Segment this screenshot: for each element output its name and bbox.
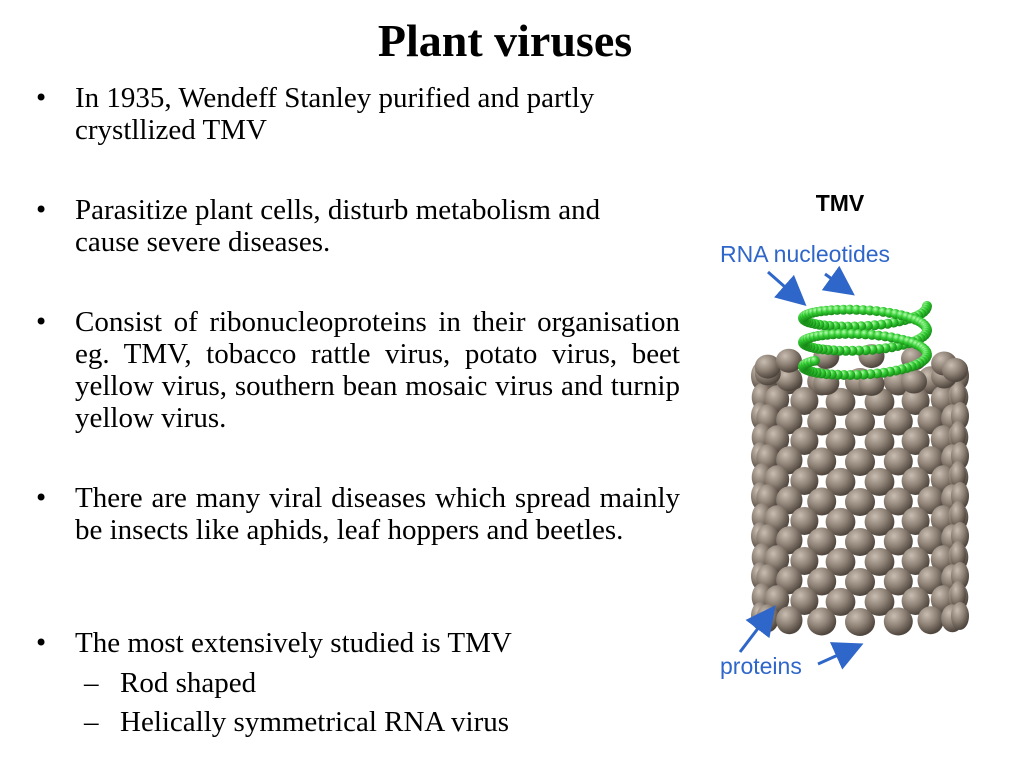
rna-nucleotides-label: RNA nucleotides bbox=[720, 241, 890, 267]
bullet-item: • Consist of ribonucleoproteins in their… bbox=[30, 306, 680, 434]
protein-subunit bbox=[901, 387, 930, 415]
protein-subunit bbox=[807, 447, 837, 476]
protein-subunit bbox=[917, 606, 944, 635]
proteins-label: proteins bbox=[720, 653, 802, 679]
protein-subunit bbox=[790, 387, 819, 415]
protein-subunit bbox=[901, 547, 930, 575]
protein-subunit bbox=[825, 587, 856, 616]
bullet-marker: • bbox=[34, 308, 49, 336]
bullet-marker: • bbox=[34, 84, 49, 112]
sub-bullet-text: Rod shaped bbox=[120, 667, 257, 699]
bullet-text: The most extensively studied is TMV bbox=[75, 627, 512, 659]
protein-subunit bbox=[883, 447, 913, 476]
protein-subunit bbox=[807, 527, 837, 556]
rna-nucleotide bbox=[809, 355, 820, 366]
protein-subunit bbox=[864, 587, 895, 616]
slide-title: Plant viruses bbox=[377, 15, 633, 66]
rna-arrow-left bbox=[767, 270, 807, 306]
protein-subunit bbox=[790, 547, 819, 575]
protein-subunit bbox=[950, 540, 966, 569]
tmv-structure-diagram: RNA nucleotides proteins bbox=[720, 241, 969, 679]
sub-bullet-item: – Helically symmetrical RNA virus bbox=[84, 706, 510, 738]
bullet-item: • There are many viral diseases which sp… bbox=[30, 482, 680, 546]
sub-bullet-marker: – bbox=[84, 706, 99, 738]
protein-subunit bbox=[807, 487, 837, 516]
bullet-text: Parasitize plant cells, disturb metaboli… bbox=[75, 194, 601, 258]
bullet-item: • The most extensively studied is TMV bbox=[30, 627, 680, 659]
protein-subunit bbox=[807, 407, 837, 436]
protein-subunit bbox=[825, 547, 856, 576]
protein-subunit bbox=[790, 467, 819, 495]
bullet-marker: • bbox=[34, 629, 49, 657]
protein-subunit bbox=[775, 348, 802, 373]
rna-arrow-right bbox=[821, 265, 855, 296]
protein-subunit bbox=[845, 608, 875, 636]
protein-subunit bbox=[950, 420, 966, 449]
protein-subunit bbox=[950, 500, 966, 529]
bullet-text: Consist of ribonucleoproteins in their o… bbox=[75, 306, 680, 434]
protein-subunit bbox=[864, 467, 895, 496]
protein-subunit bbox=[883, 487, 913, 516]
protein-arrow-right bbox=[817, 642, 864, 670]
protein-coat bbox=[751, 344, 969, 636]
protein-subunit bbox=[951, 602, 969, 630]
protein-subunit bbox=[883, 607, 913, 636]
protein-subunit bbox=[864, 427, 895, 456]
protein-subunit bbox=[845, 488, 875, 516]
figure-label: TMV bbox=[815, 190, 865, 216]
protein-subunit bbox=[790, 507, 819, 535]
protein-subunit bbox=[864, 507, 895, 536]
protein-subunit bbox=[845, 568, 875, 596]
protein-subunit bbox=[825, 467, 856, 496]
protein-subunit bbox=[845, 528, 875, 556]
protein-subunit bbox=[776, 606, 803, 635]
protein-subunit bbox=[825, 387, 856, 416]
bullet-marker: • bbox=[34, 196, 49, 224]
sub-bullet-marker: – bbox=[84, 667, 99, 699]
protein-subunit bbox=[754, 354, 781, 379]
protein-subunit bbox=[942, 358, 968, 382]
rna-helix bbox=[798, 301, 932, 380]
sub-bullet-text: Helically symmetrical RNA virus bbox=[120, 706, 510, 738]
protein-arrow-left bbox=[738, 605, 776, 653]
protein-subunit bbox=[901, 587, 930, 615]
bullet-item: • Parasitize plant cells, disturb metabo… bbox=[30, 194, 680, 258]
protein-subunit bbox=[901, 427, 930, 455]
protein-subunit bbox=[883, 567, 913, 596]
protein-subunit bbox=[901, 369, 927, 394]
protein-subunit bbox=[775, 367, 802, 392]
protein-subunit bbox=[950, 380, 966, 409]
protein-subunit bbox=[950, 460, 966, 489]
protein-subunit bbox=[883, 407, 913, 436]
protein-subunit bbox=[864, 547, 895, 576]
protein-subunit bbox=[825, 507, 856, 536]
protein-subunit bbox=[845, 408, 875, 436]
protein-subunit bbox=[790, 427, 819, 455]
protein-subunit bbox=[901, 507, 930, 535]
protein-subunit bbox=[845, 448, 875, 476]
bullet-text: There are many viral diseases which spre… bbox=[75, 482, 680, 546]
protein-subunit bbox=[807, 567, 837, 596]
bullet-item: • In 1935, Wendeff Stanley purified and … bbox=[30, 82, 680, 146]
sub-bullet-item: – Rod shaped bbox=[84, 667, 257, 699]
protein-subunit bbox=[883, 527, 913, 556]
protein-subunit bbox=[825, 427, 856, 456]
bullet-text: In 1935, Wendeff Stanley purified and pa… bbox=[75, 82, 595, 146]
bullet-marker: • bbox=[34, 484, 49, 512]
protein-subunit bbox=[790, 587, 819, 615]
protein-subunit bbox=[901, 467, 930, 495]
protein-subunit bbox=[950, 580, 966, 609]
protein-subunit bbox=[807, 607, 837, 636]
